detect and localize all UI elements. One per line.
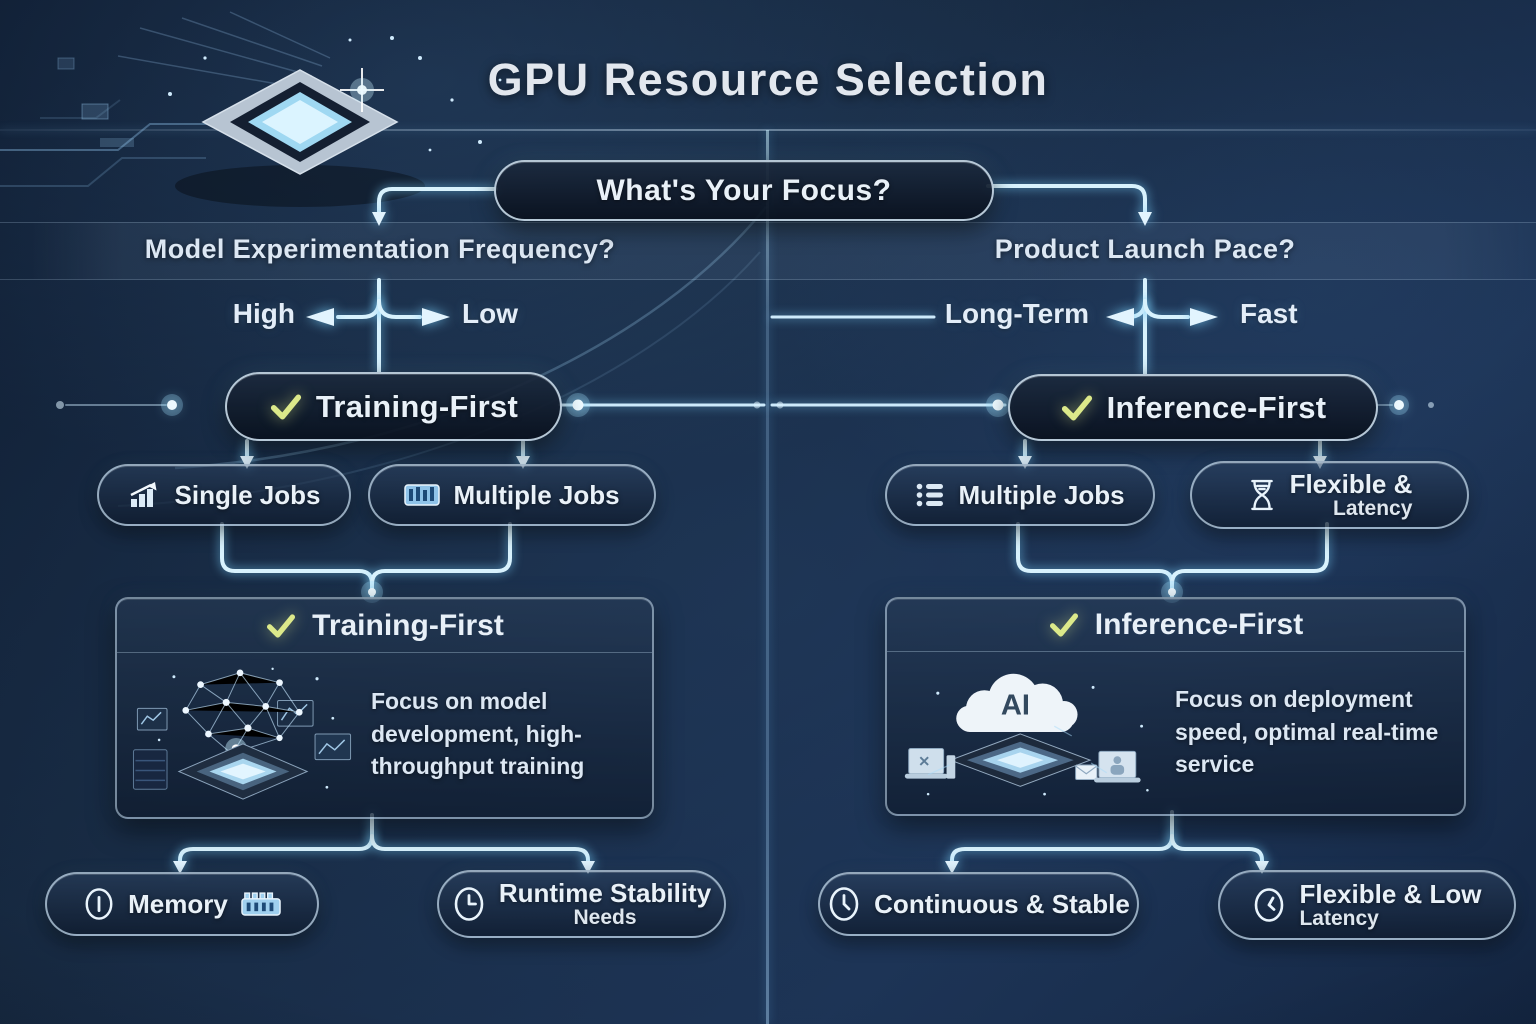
node-label: Runtime Stability Needs xyxy=(498,877,712,929)
right-question: Product Launch Pace? xyxy=(994,234,1296,264)
node-label: Multiple Jobs xyxy=(453,479,620,510)
hourglass-icon xyxy=(1250,479,1273,511)
list-icon xyxy=(917,483,944,507)
detail-inference-first: Inference-First AI xyxy=(885,597,1466,816)
detail-training-first: Training-First xyxy=(115,597,654,819)
ai-badge: AI xyxy=(1001,690,1030,722)
detail-description: Focus on deployment speed, optimal real-… xyxy=(1175,686,1439,778)
clock-icon xyxy=(454,887,484,921)
center-divider xyxy=(766,130,769,1024)
node-label: Single Jobs xyxy=(174,479,321,510)
ai-cloud-chip-illustration: AI xyxy=(904,673,1149,796)
option-fast: Fast xyxy=(1240,298,1298,329)
check-icon xyxy=(1061,395,1092,420)
node-label: Flexible & Latency xyxy=(1289,468,1413,520)
decision-inference-first: Inference-First xyxy=(1008,374,1378,441)
decision-training-first: Training-First xyxy=(225,372,562,441)
detail-description: Focus on model development, high-through… xyxy=(371,688,585,780)
node-multiple-jobs-right: Multiple Jobs xyxy=(885,464,1155,526)
ram-icon xyxy=(241,891,281,916)
check-icon xyxy=(270,394,301,419)
detail-title: Training-First xyxy=(312,608,504,642)
option-low: Low xyxy=(462,298,518,329)
node-flexible-latency: Flexible & Latency xyxy=(1190,461,1469,529)
question-band xyxy=(0,222,1536,280)
detail-title: Inference-First xyxy=(1094,608,1304,641)
clock-icon xyxy=(829,887,859,921)
node-label: Continuous & Stable xyxy=(874,888,1130,919)
node-label: Multiple Jobs xyxy=(958,479,1125,510)
node-label: Memory xyxy=(128,888,228,919)
node-single-jobs: Single Jobs xyxy=(97,464,351,526)
check-icon xyxy=(267,613,296,638)
page-title: GPU Resource Selection xyxy=(487,54,1049,105)
left-question: Model Experimentation Frequency? xyxy=(144,234,616,264)
histogram-icon xyxy=(404,484,441,506)
neural-network-chip-illustration xyxy=(132,667,352,800)
check-icon xyxy=(1049,613,1078,637)
info-circle-icon xyxy=(85,888,113,920)
node-multiple-jobs-left: Multiple Jobs xyxy=(368,464,656,526)
outcome-continuous-stable: Continuous & Stable xyxy=(818,872,1139,936)
decision-label: Training-First xyxy=(315,388,519,424)
detail-header: Training-First xyxy=(117,599,652,653)
outcome-memory: Memory xyxy=(45,872,319,936)
detail-header: Inference-First xyxy=(887,599,1464,652)
chart-up-icon xyxy=(129,482,157,507)
decision-label: Inference-First xyxy=(1106,389,1327,425)
outcome-flexible-low-latency: Flexible & Low Latency xyxy=(1218,870,1516,940)
outcome-runtime-stability: Runtime Stability Needs xyxy=(437,870,726,938)
node-label: Flexible & Low Latency xyxy=(1299,878,1482,930)
gpu-chip-illustration xyxy=(0,11,502,207)
focus-question-label: What's Your Focus? xyxy=(596,173,892,207)
focus-question-node: What's Your Focus? xyxy=(494,160,994,221)
option-long-term: Long-Term xyxy=(944,298,1090,329)
clock-icon xyxy=(1255,888,1284,922)
option-high: High xyxy=(232,298,295,329)
